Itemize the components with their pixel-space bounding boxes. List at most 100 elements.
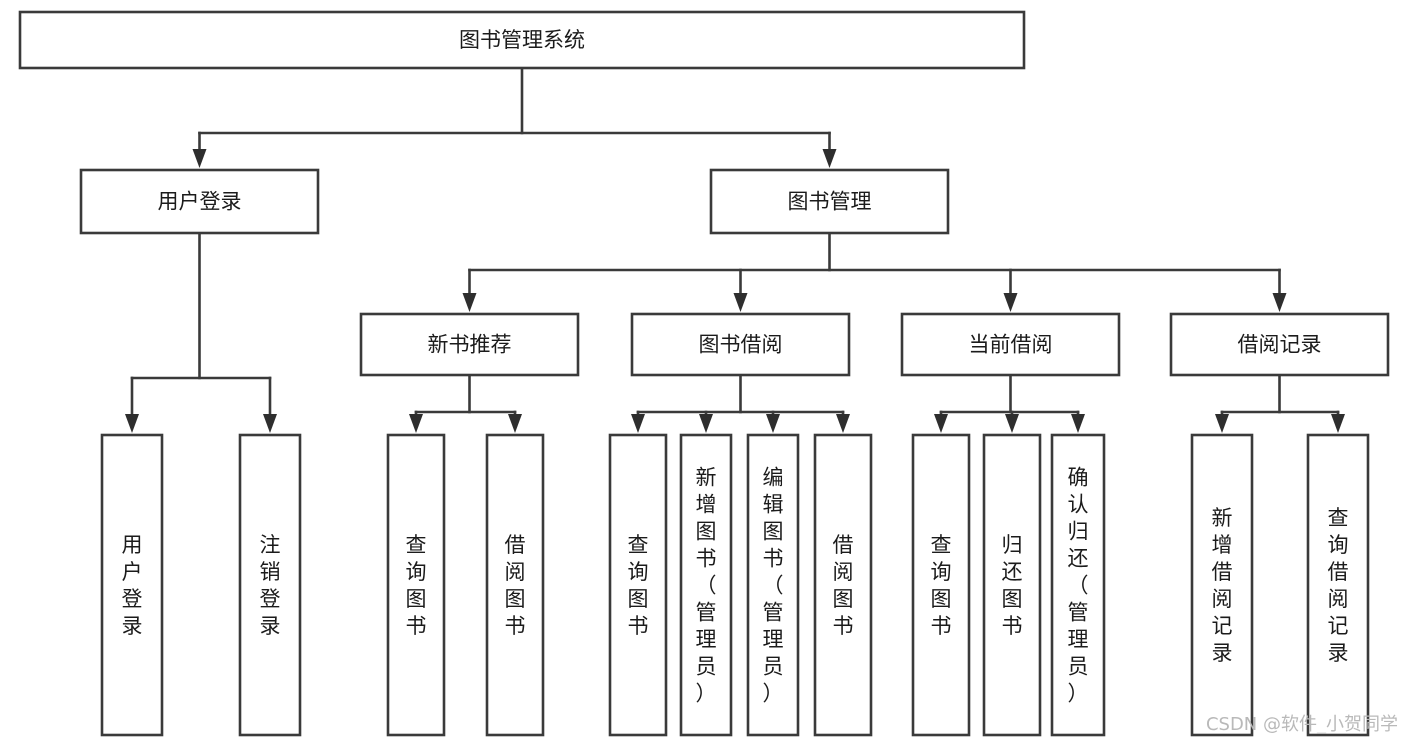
svg-text:图: 图 (763, 520, 784, 544)
node-box-current-borrow[interactable] (900, 312, 1121, 377)
node-box-leaf-query-book-recommend[interactable] (386, 433, 446, 737)
node-new-book-recommend[interactable]: 新书推荐 (359, 312, 580, 377)
arrow-leaf-query-borrow-record (1331, 414, 1345, 433)
node-box-root[interactable] (18, 10, 1026, 70)
svg-text:归: 归 (1068, 520, 1089, 544)
svg-text:增: 增 (696, 493, 717, 517)
node-user-login[interactable]: 用户登录 (79, 168, 320, 235)
arrow-leaf-add-borrow-record (1215, 414, 1229, 433)
svg-text:理: 理 (696, 628, 717, 652)
arrow-leaf-borrow-book (836, 414, 850, 433)
node-box-leaf-add-borrow-record[interactable] (1190, 433, 1254, 737)
svg-text:登: 登 (260, 587, 281, 611)
node-label-borrow-record: 借阅记录 (1238, 333, 1322, 357)
svg-text:借: 借 (505, 533, 526, 557)
arrow-leaf-edit-book-admin (766, 414, 780, 433)
node-label-root: 图书管理系统 (459, 28, 585, 52)
node-label-book-borrow: 图书借阅 (699, 333, 783, 357)
node-box-leaf-logout[interactable] (238, 433, 302, 737)
svg-text:图: 图 (696, 520, 717, 544)
svg-text:登: 登 (122, 587, 143, 611)
arrow-leaf-add-book-admin (699, 414, 713, 433)
svg-text:还: 还 (1068, 547, 1089, 571)
connector-lines (125, 66, 1345, 433)
svg-text:借: 借 (1212, 560, 1233, 584)
arrow-leaf-user-login (125, 414, 139, 433)
svg-text:阅: 阅 (505, 560, 526, 584)
node-box-leaf-return-book[interactable] (982, 433, 1042, 737)
arrow-leaf-borrow-book-recommend (508, 414, 522, 433)
node-box-new-book-recommend[interactable] (359, 312, 580, 377)
arrow-current-borrow (1003, 293, 1018, 312)
node-box-book-borrow[interactable] (630, 312, 851, 377)
node-label-user-login: 用户登录 (158, 190, 242, 214)
watermark-label: CSDN @软件_小贺同学 (1206, 714, 1398, 735)
svg-text:员: 员 (1068, 655, 1089, 679)
svg-text:书: 书 (931, 614, 952, 638)
node-borrow-record[interactable]: 借阅记录 (1169, 312, 1390, 377)
node-book-borrow[interactable]: 图书借阅 (630, 312, 851, 377)
arrow-user-login (192, 149, 207, 168)
svg-text:）: ） (696, 682, 717, 706)
watermark: CSDN @软件_小贺同学 (1206, 714, 1398, 735)
svg-text:借: 借 (1328, 560, 1349, 584)
node-box-leaf-add-book-admin[interactable] (679, 433, 733, 737)
node-box-borrow-record[interactable] (1169, 312, 1390, 377)
node-box-leaf-borrow-book[interactable] (813, 433, 873, 737)
svg-text:新: 新 (696, 466, 717, 490)
svg-text:查: 查 (628, 533, 649, 557)
svg-text:编: 编 (763, 466, 784, 490)
node-box-leaf-query-book-borrow[interactable] (608, 433, 668, 737)
svg-text:还: 还 (1002, 560, 1023, 584)
arrow-leaf-query-book-recommend (409, 414, 423, 433)
node-box-leaf-query-borrow-record[interactable] (1306, 433, 1370, 737)
node-leaf-user-login[interactable]: 用户登录 (100, 433, 164, 737)
arrow-book-manage (822, 149, 837, 168)
arrow-leaf-return-book (1005, 414, 1019, 433)
node-boxes: 图书管理系统用户登录图书管理新书推荐图书借阅当前借阅借阅记录用户登录注销登录查询… (18, 10, 1390, 737)
svg-text:阅: 阅 (833, 560, 854, 584)
svg-text:归: 归 (1002, 533, 1023, 557)
svg-text:管: 管 (763, 601, 784, 625)
node-box-book-manage[interactable] (709, 168, 950, 235)
node-current-borrow[interactable]: 当前借阅 (900, 312, 1121, 377)
arrow-leaf-query-book-borrow (631, 414, 645, 433)
svg-text:管: 管 (1068, 601, 1089, 625)
node-box-leaf-user-login[interactable] (100, 433, 164, 737)
node-root[interactable]: 图书管理系统 (18, 10, 1026, 70)
node-label-new-book-recommend: 新书推荐 (428, 333, 512, 357)
node-label-current-borrow: 当前借阅 (969, 333, 1053, 357)
svg-text:（: （ (696, 574, 717, 598)
node-box-leaf-confirm-return-admin[interactable] (1050, 433, 1106, 737)
node-box-leaf-query-book-current[interactable] (911, 433, 971, 737)
node-box-user-login[interactable] (79, 168, 320, 235)
svg-text:录: 录 (260, 614, 281, 638)
node-box-leaf-edit-book-admin[interactable] (746, 433, 800, 737)
svg-text:员: 员 (763, 655, 784, 679)
svg-text:查: 查 (931, 533, 952, 557)
svg-text:询: 询 (931, 560, 952, 584)
node-book-manage[interactable]: 图书管理 (709, 168, 950, 235)
svg-text:户: 户 (122, 560, 143, 584)
arrow-borrow-record (1272, 293, 1287, 312)
node-box-leaf-borrow-book-recommend[interactable] (485, 433, 545, 737)
svg-text:图: 图 (1002, 587, 1023, 611)
